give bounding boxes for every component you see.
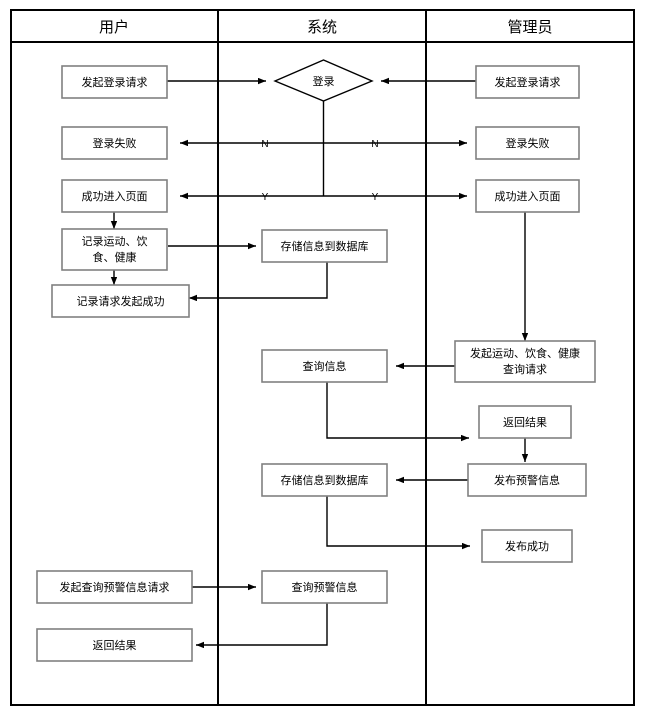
node-label: 登录 bbox=[313, 74, 335, 88]
node-enter-page-success-admin[interactable]: 成功进入页面 bbox=[475, 179, 580, 213]
edge-label-yes-right: Y bbox=[372, 192, 379, 203]
node-publish-success[interactable]: 发布成功 bbox=[481, 529, 573, 563]
node-label-line1: 记录运动、饮 bbox=[82, 235, 148, 248]
node-label-line1: 发起运动、饮食、健康 bbox=[470, 346, 580, 360]
node-label: 存储信息到数据库 bbox=[281, 239, 369, 253]
node-label: 查询信息 bbox=[303, 359, 347, 373]
node-query-info[interactable]: 查询信息 bbox=[261, 349, 388, 383]
edge-n12-n13 bbox=[326, 382, 469, 442]
node-label: 登录失败 bbox=[93, 136, 137, 150]
node-store-info-to-database-1[interactable]: 存储信息到数据库 bbox=[261, 229, 388, 263]
node-initiate-query-request-admin[interactable]: 发起运动、饮食、健康 查询请求 bbox=[454, 340, 596, 383]
node-label: 存储信息到数据库 bbox=[281, 473, 369, 487]
node-label: 发起查询预警信息请求 bbox=[60, 580, 170, 594]
node-publish-alert-info[interactable]: 发布预警信息 bbox=[467, 463, 587, 497]
node-enter-page-success-user[interactable]: 成功进入页面 bbox=[61, 179, 168, 213]
lane-header-admin: 管理员 bbox=[507, 19, 552, 36]
node-store-info-to-database-2[interactable]: 存储信息到数据库 bbox=[261, 463, 388, 497]
node-record-request-success[interactable]: 记录请求发起成功 bbox=[51, 284, 190, 318]
node-label-line2: 食、健康 bbox=[93, 250, 137, 264]
node-label: 返回结果 bbox=[503, 416, 547, 429]
node-label: 发起登录请求 bbox=[495, 75, 561, 89]
edge-label-yes-left: Y bbox=[262, 192, 269, 203]
node-initiate-alert-query-request[interactable]: 发起查询预警信息请求 bbox=[36, 570, 193, 604]
node-label: 发布预警信息 bbox=[494, 473, 560, 487]
connectors bbox=[110, 77, 529, 649]
node-login-failed-admin[interactable]: 登录失败 bbox=[475, 126, 580, 160]
node-label: 查询预警信息 bbox=[292, 580, 358, 594]
edge-n18-n19 bbox=[196, 603, 328, 649]
edge-label-no-left: N bbox=[261, 139, 268, 150]
edge-n15-n16 bbox=[326, 496, 470, 550]
node-login-failed-user[interactable]: 登录失败 bbox=[61, 126, 168, 160]
edge-n9-n10 bbox=[189, 262, 328, 302]
node-login-decision[interactable]: 登录 bbox=[273, 59, 374, 102]
lane-header-user: 用户 bbox=[99, 19, 129, 36]
node-label: 成功进入页面 bbox=[82, 190, 148, 203]
node-return-result-admin[interactable]: 返回结果 bbox=[478, 405, 572, 439]
edge-label-no-right: N bbox=[371, 139, 378, 150]
node-initiate-login-request-user[interactable]: 发起登录请求 bbox=[61, 65, 168, 99]
node-initiate-login-request-admin[interactable]: 发起登录请求 bbox=[475, 65, 580, 99]
node-label-line2: 查询请求 bbox=[503, 362, 547, 376]
node-label: 记录请求发起成功 bbox=[77, 294, 165, 308]
node-return-result-user[interactable]: 返回结果 bbox=[36, 628, 193, 662]
node-label: 成功进入页面 bbox=[495, 190, 561, 203]
node-label: 发布成功 bbox=[505, 539, 549, 553]
node-record-exercise-diet-health[interactable]: 记录运动、饮 食、健康 bbox=[61, 228, 168, 271]
lane-header-system: 系统 bbox=[307, 19, 337, 36]
node-label: 登录失败 bbox=[506, 136, 550, 150]
node-query-alert-info[interactable]: 查询预警信息 bbox=[261, 570, 388, 604]
node-label: 发起登录请求 bbox=[82, 75, 148, 89]
node-label: 返回结果 bbox=[93, 639, 137, 652]
